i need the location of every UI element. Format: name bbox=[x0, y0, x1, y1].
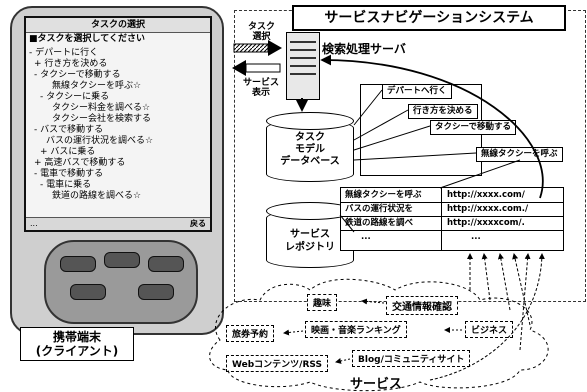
phone-keypad bbox=[44, 240, 198, 324]
task-select-arrow bbox=[233, 40, 282, 56]
repository-table: 無線タクシーを呼ぶ http://xxxx.com/ バスの運行状況を http… bbox=[340, 187, 564, 251]
server-icon bbox=[286, 32, 320, 100]
screen-title: タスクの選択 bbox=[26, 18, 210, 33]
service-display-arrow bbox=[232, 60, 281, 76]
end-key[interactable] bbox=[138, 284, 174, 300]
table-cell: http://xxxx.com/ bbox=[447, 190, 525, 200]
task-node: 行き方を決める bbox=[408, 104, 478, 119]
center-key[interactable] bbox=[104, 252, 140, 268]
server-label: 検索処理サーバ bbox=[322, 42, 406, 56]
task-item[interactable]: バスの運行状況を調べる☆ bbox=[46, 136, 154, 146]
task-item[interactable]: + バスに乗る bbox=[40, 147, 96, 157]
table-cell: ... bbox=[361, 232, 371, 242]
db-label-line2: モデル bbox=[295, 144, 325, 155]
table-cell: 無線タクシーを呼ぶ bbox=[345, 190, 422, 200]
service-traffic-info: 交通情報確認 bbox=[386, 296, 458, 315]
task-select-line1: タスク bbox=[248, 22, 276, 32]
task-item[interactable]: - バスで移動する bbox=[34, 125, 104, 135]
task-select-label: タスク 選択 bbox=[248, 22, 275, 42]
service-travel-booking: 旅券予約 bbox=[226, 325, 275, 342]
service-business: ビジネス bbox=[465, 321, 514, 338]
phone-screen: タスクの選択 ■タスクを選択してください - デパートに行く + 行き方を決める… bbox=[24, 16, 212, 232]
task-item[interactable]: + 行き方を決める bbox=[34, 59, 108, 69]
client-caption: 携帯端末 (クライアント) bbox=[20, 327, 134, 361]
task-item[interactable]: タクシー会社を検索する bbox=[52, 114, 152, 124]
task-item[interactable]: 鉄道の路線を調べる☆ bbox=[52, 191, 142, 201]
db-label-line3: データベース bbox=[280, 156, 340, 167]
back-softkey[interactable]: 戻る bbox=[190, 219, 206, 228]
task-node: 無線タクシーを呼ぶ bbox=[476, 147, 563, 162]
task-item[interactable]: - 電車に乗る bbox=[40, 180, 92, 190]
service-display-line2: 表示 bbox=[252, 88, 271, 98]
repo-label-line2: レポジトリ bbox=[285, 242, 335, 253]
task-item[interactable]: - タクシーで移動する bbox=[34, 70, 121, 80]
table-cell: バスの運行状況を bbox=[345, 204, 414, 214]
service-display-line1: サービス bbox=[243, 78, 280, 88]
db-label-line1: タスク bbox=[295, 132, 325, 143]
softkey-right[interactable] bbox=[148, 256, 184, 272]
screen-status-bar: ... 戻る bbox=[26, 217, 210, 230]
table-cell: http://xxxxcom/. bbox=[447, 218, 525, 228]
table-cell: 鉄道の路線を調べ bbox=[345, 218, 414, 228]
task-item[interactable]: - デパートに行く bbox=[29, 48, 99, 58]
service-display-label: サービス 表示 bbox=[243, 78, 279, 98]
service-hobby: 趣味 bbox=[307, 294, 338, 311]
services-caption: サービス bbox=[350, 377, 403, 392]
task-item[interactable]: - 電車で移動する bbox=[34, 169, 104, 179]
task-node: デパートへ行く bbox=[382, 84, 452, 99]
status-left: ... bbox=[30, 219, 38, 228]
system-title: サービスナビゲーションシステム bbox=[292, 5, 566, 31]
task-item[interactable]: + 高速バスで移動する bbox=[34, 158, 126, 168]
table-cell: http://xxxx.com./ bbox=[447, 204, 529, 214]
screen-prompt: ■タスクを選択してください bbox=[29, 34, 145, 44]
table-cell: ... bbox=[471, 232, 481, 242]
task-item[interactable]: - タクシーに乗る bbox=[40, 92, 110, 102]
client-caption-line1: 携帯端末 bbox=[52, 330, 101, 344]
service-ranking: 映画・音楽ランキング bbox=[305, 321, 407, 338]
task-item[interactable]: タクシー料金を調べる☆ bbox=[52, 103, 151, 113]
service-web-rss: Webコンテンツ/RSS bbox=[226, 355, 328, 372]
service-blog-community: Blog/コミュニティサイト bbox=[352, 350, 471, 367]
softkey-left[interactable] bbox=[60, 256, 96, 272]
service-repository: サービス レポジトリ bbox=[266, 202, 354, 268]
repo-label-line1: サービス bbox=[290, 229, 330, 240]
task-select-line2: 選択 bbox=[252, 32, 271, 42]
client-caption-line2: (クライアント) bbox=[35, 344, 119, 358]
task-model-database: タスク モデル データベース bbox=[266, 112, 354, 182]
task-node: タクシーで移動する bbox=[430, 120, 516, 135]
task-item[interactable]: 無線タクシーを呼ぶ☆ bbox=[52, 81, 142, 91]
call-key[interactable] bbox=[70, 284, 106, 300]
